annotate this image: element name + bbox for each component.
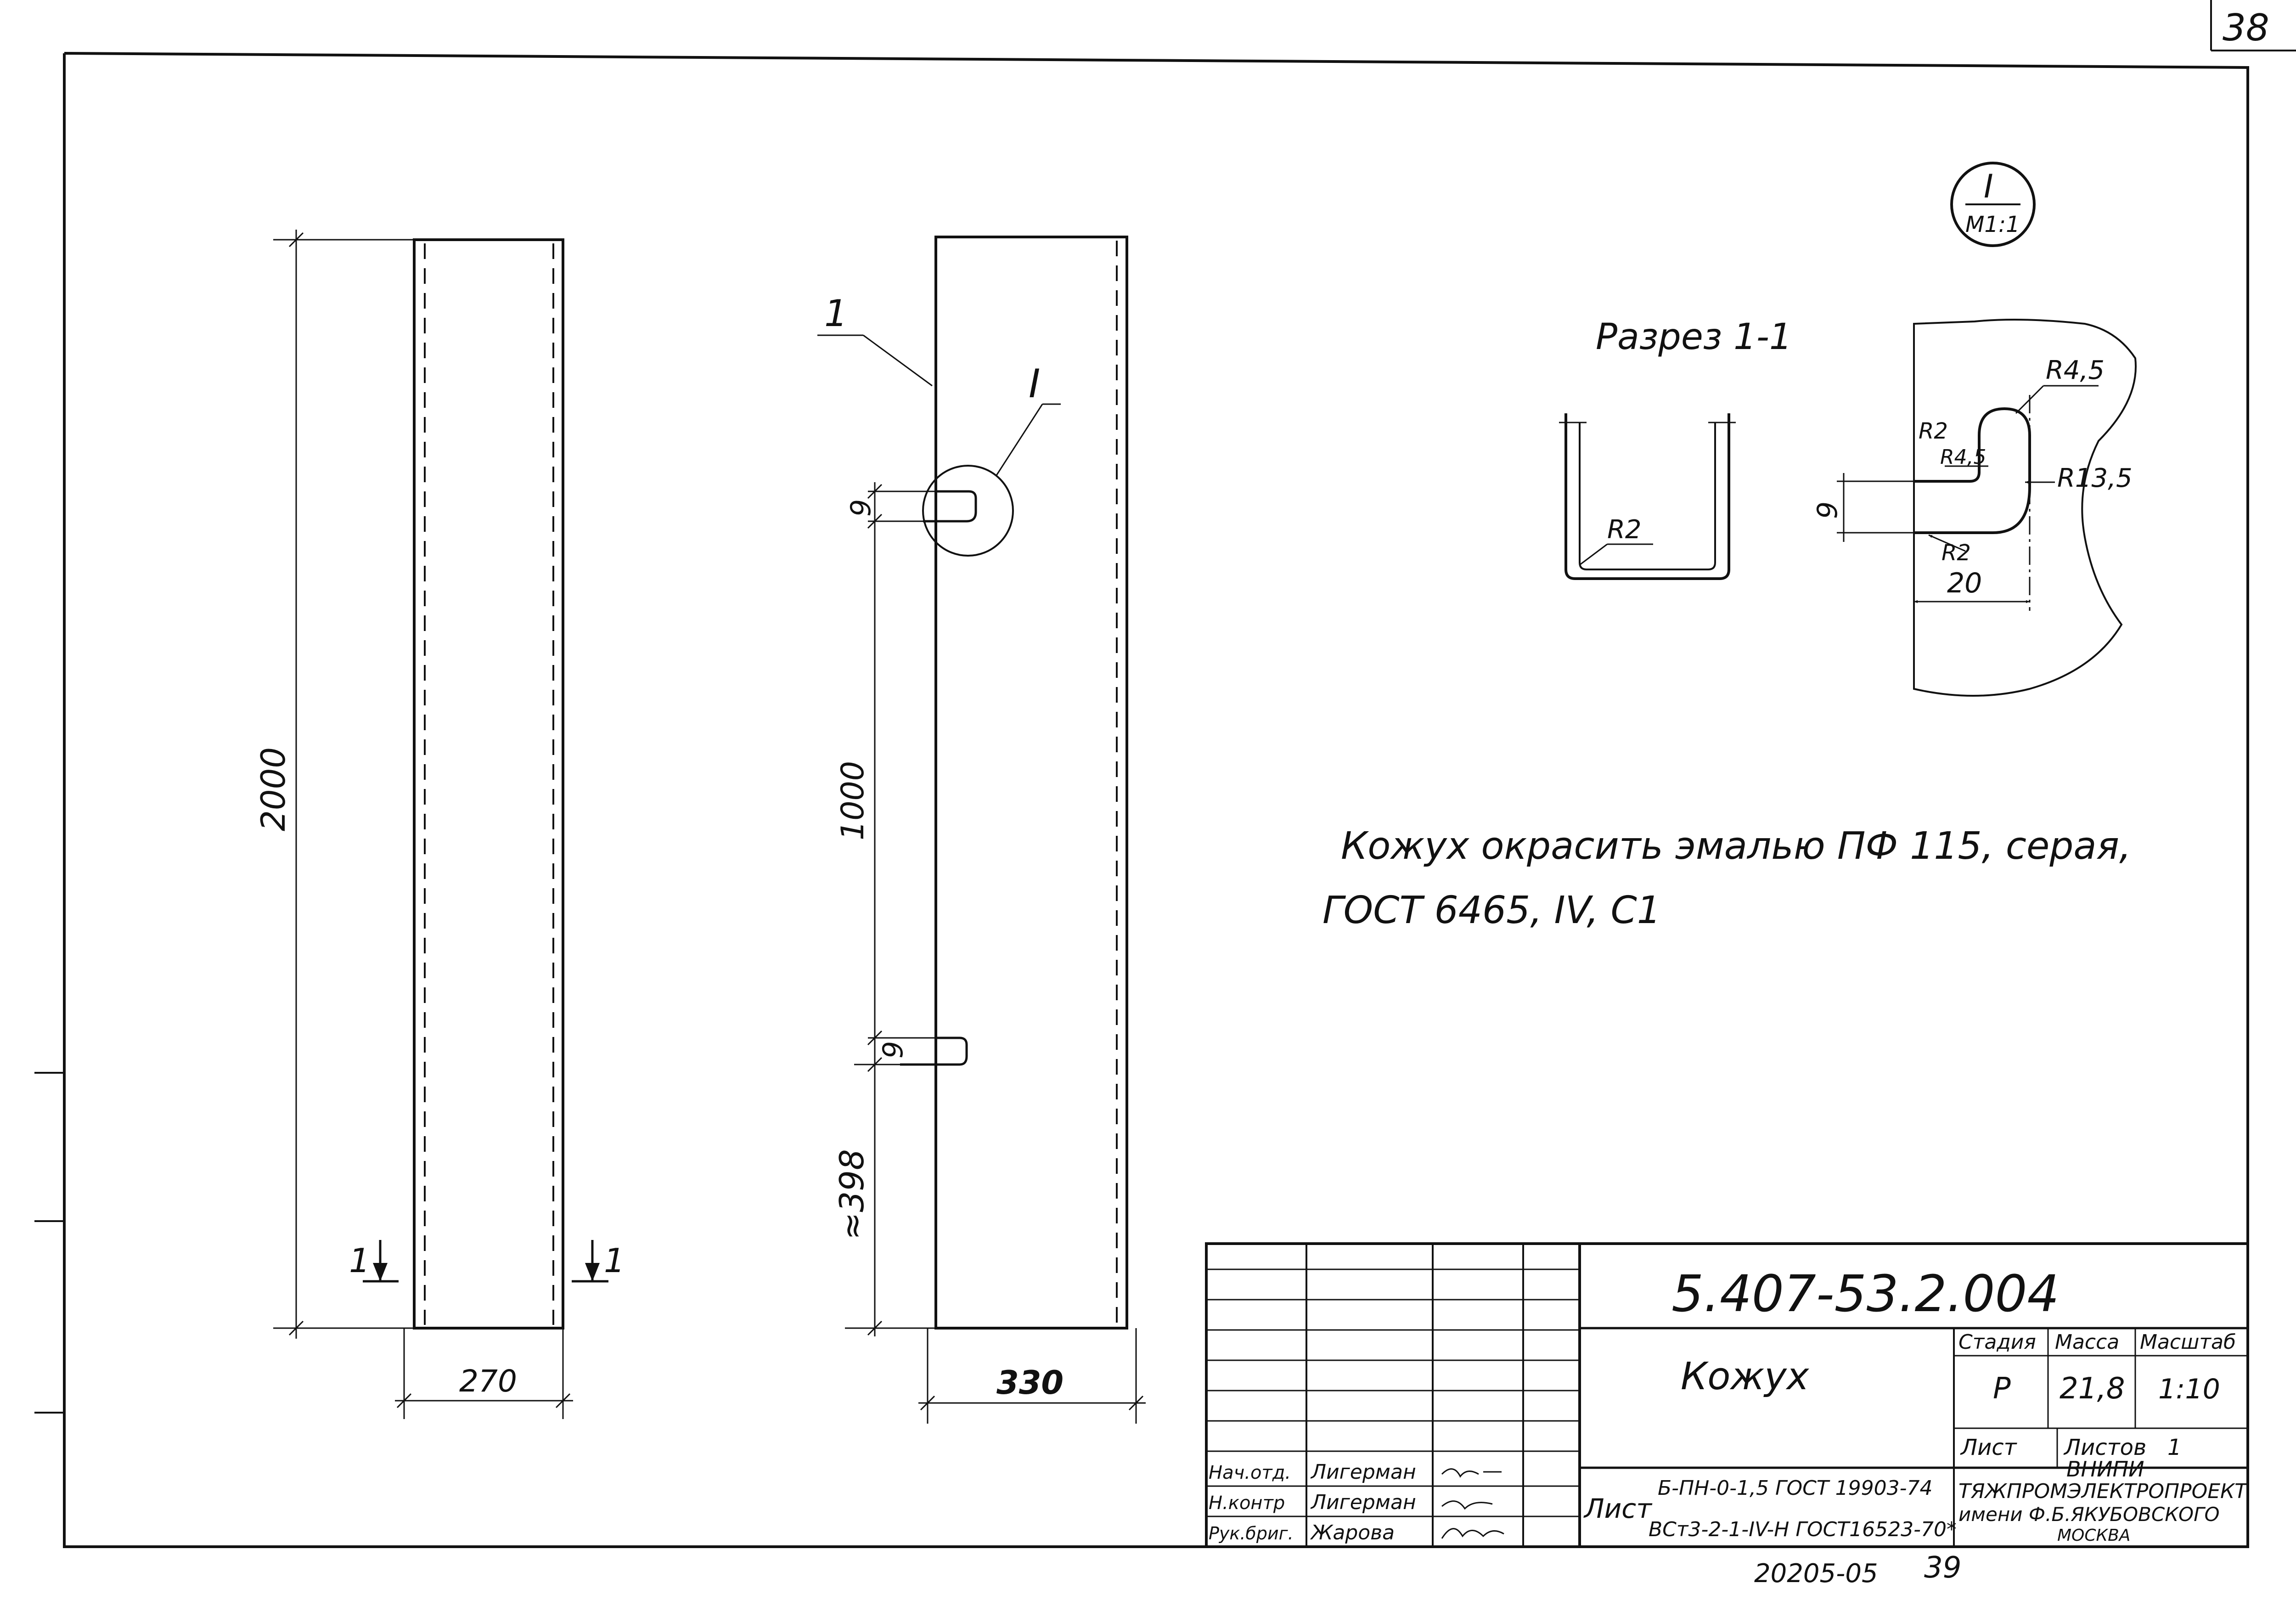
section-title: Разрез 1-1 [1596, 316, 1792, 358]
left-view-outline [413, 238, 564, 1330]
signature-2 [1441, 1500, 1493, 1510]
lower-slot [900, 1037, 968, 1066]
note-line-2: ГОСТ 6465, IV, С1 [1322, 889, 1661, 932]
scale-value: 1:10 [2158, 1373, 2220, 1405]
middle-dimension: 1000 [835, 761, 871, 840]
section-radius-label: R2 [1607, 515, 1642, 545]
material-line-2: ВСт3-2-1-IV-Н ГОСТ16523-70* [1649, 1518, 1957, 1541]
detail-marker-top: I [1984, 168, 1993, 205]
org-line-1: ВНИПИ [2066, 1457, 2144, 1482]
detail-marker-bottom: М1:1 [1965, 212, 2020, 237]
material-line-1: Б-ПН-0-1,5 ГОСТ 19903-74 [1658, 1476, 1933, 1500]
sheets-value: 1 [2167, 1435, 2182, 1460]
detail-r-top: R4,5 [2046, 355, 2105, 385]
document-code: 5.407-53.2.004 [1671, 1264, 2059, 1323]
sheet-label: Лист [1960, 1435, 2018, 1460]
detail-dim-height: 9 [1812, 501, 1844, 519]
material-label: Лист [1583, 1493, 1653, 1524]
mass-value: 21,8 [2060, 1372, 2125, 1406]
note-line-1: Кожух окрасить эмалью ПФ 115, серая, [1341, 824, 2131, 868]
mass-header: Масса [2055, 1330, 2119, 1354]
scale-header: Масштаб [2140, 1330, 2236, 1354]
corner-sheet-number: 38 [2223, 6, 2269, 49]
bottom-dimension: ≈398 [833, 1149, 871, 1240]
staff-name-2: Лигерман [1310, 1491, 1416, 1514]
section-view: Разрез 1-1 R2 [1559, 316, 1792, 580]
detail-slot-outline [1914, 407, 2031, 534]
signature-1 [1441, 1468, 1502, 1478]
middle-view: I 1 9 1000 9 ≈398 330 [817, 236, 1146, 1424]
left-view: 2000 270 1 1 [254, 230, 625, 1419]
staff-role-1: Нач.отд. [1209, 1462, 1291, 1483]
height-dimension-label: 2000 [254, 747, 293, 831]
section-profile-inner [1579, 423, 1716, 570]
coating-note: Кожух окрасить эмалью ПФ 115, серая, ГОС… [1322, 824, 2131, 932]
drawing-name: Кожух [1681, 1355, 1810, 1398]
detail-r-left-bottom: R2 [1941, 540, 1971, 566]
org-line-4: МОСКВА [2057, 1526, 2130, 1545]
signature-3 [1441, 1528, 1504, 1539]
footer-inventory: 20205-05 [1754, 1559, 1878, 1589]
upper-gap-dimension: 9 [845, 499, 877, 517]
detail-r-right: R13,5 [2057, 463, 2133, 493]
detail-marker-circle [1950, 162, 2036, 247]
section-profile-outer [1564, 413, 1730, 580]
middle-view-outline [934, 236, 1128, 1330]
upper-slot [923, 490, 977, 523]
middle-width-dimension-label: 330 [996, 1364, 1064, 1402]
sheets-label: Листов [2063, 1435, 2146, 1460]
detail-break-outline [1913, 319, 2137, 697]
detail-r-left-inner: R4,5 [1940, 445, 1986, 469]
detail-callout: I [1029, 361, 1040, 407]
detail-view: I М1:1 R4,5 R2 R4,5 R13,5 R2 9 20 [1812, 162, 2137, 697]
stage-value: Р [1993, 1372, 2011, 1406]
width-dimension-label: 270 [459, 1363, 517, 1399]
org-line-2: ТЯЖПРОМЭЛЕКТРОПРОЕКТ [1958, 1480, 2248, 1503]
part-callout: 1 [824, 292, 848, 335]
detail-r-left-top: R2 [1919, 418, 1948, 444]
org-line-3: имени Ф.Б.ЯКУБОВСКОГО [1958, 1503, 2220, 1526]
section-mark-left-label: 1 [349, 1241, 370, 1280]
title-block [1205, 1242, 2249, 1548]
staff-name-3: Жарова [1310, 1521, 1395, 1544]
staff-role-2: Н.контр [1209, 1493, 1285, 1514]
staff-name-1: Лигерман [1310, 1460, 1416, 1484]
lower-gap-dimension: 9 [877, 1041, 909, 1059]
staff-role-3: Рук.бриг. [1209, 1523, 1294, 1544]
detail-dim-width: 20 [1947, 567, 1982, 599]
footer-page: 39 [1924, 1551, 1961, 1585]
section-mark-right-label: 1 [604, 1241, 625, 1280]
detail-circle [922, 465, 1014, 557]
stage-header: Стадия [1958, 1330, 2036, 1354]
